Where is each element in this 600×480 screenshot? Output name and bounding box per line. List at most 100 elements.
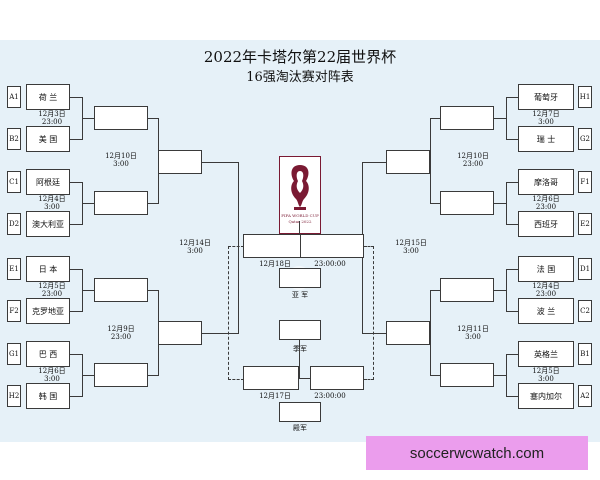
bracket-line — [82, 375, 94, 376]
seed-tag: B1 — [578, 343, 592, 365]
bracket-line — [299, 340, 300, 378]
seed-tag: A1 — [7, 86, 21, 108]
runner-up-label: 亚 军 — [291, 291, 309, 299]
fourth-place-slot — [279, 402, 321, 422]
match-time: 3:00 — [403, 247, 419, 255]
sf-slot — [158, 150, 202, 174]
bracket-line — [430, 290, 440, 291]
bracket-line — [494, 203, 506, 204]
seed-tag: A2 — [578, 385, 592, 407]
match-date: 12月11日 — [457, 325, 489, 333]
bracket-line — [299, 221, 300, 234]
bracket-line — [494, 290, 506, 291]
bracket-title: 2022年卡塔尔第22届世界杯 — [203, 48, 397, 66]
team-box: 塞内加尔 — [518, 383, 574, 409]
seed-tag: E1 — [7, 258, 21, 280]
team-box: 日 本 — [26, 256, 70, 282]
world-cup-trophy-logo: FIFA WORLD CUP Qatar 2022 — [279, 156, 321, 234]
bracket-line — [430, 118, 431, 204]
loser-path — [228, 246, 244, 380]
bracket-line — [430, 203, 440, 204]
seed-tag: H1 — [578, 86, 592, 108]
third-place-contender — [243, 366, 299, 390]
seed-tag: F2 — [7, 300, 21, 322]
seed-tag: E2 — [578, 213, 592, 235]
team-box: 阿根廷 — [26, 169, 70, 195]
bracket-line — [506, 396, 518, 397]
bracket-line — [70, 139, 82, 140]
match-time: 3:00 — [44, 203, 60, 211]
match-time: 23:00 — [462, 160, 484, 168]
bracket-line — [148, 290, 158, 291]
team-box: 波 兰 — [518, 298, 574, 324]
finalist-slot — [300, 234, 364, 258]
qf-slot — [94, 363, 148, 387]
bracket-line — [148, 375, 158, 376]
match-date: 12月10日 — [105, 152, 137, 160]
bracket-line — [70, 182, 82, 183]
qf-slot — [440, 191, 494, 215]
bracket-line — [430, 375, 440, 376]
team-box: 荷 兰 — [26, 84, 70, 110]
bracket-line — [70, 396, 82, 397]
match-time: 3:00 — [113, 160, 129, 168]
third-place-time: 23:00:00 — [314, 392, 346, 400]
qf-slot — [94, 278, 148, 302]
team-box: 英格兰 — [518, 341, 574, 367]
team-box: 瑞 士 — [518, 126, 574, 152]
match-time: 23:00 — [535, 203, 557, 211]
seed-tag: D2 — [7, 213, 21, 235]
match-time: 23:00 — [535, 290, 557, 298]
seed-tag: C1 — [7, 171, 21, 193]
seed-tag: G1 — [7, 343, 21, 365]
bracket-line — [494, 118, 506, 119]
bracket-line — [202, 333, 238, 334]
match-time: 3:00 — [187, 247, 203, 255]
bracket-line — [82, 203, 94, 204]
loser-path — [364, 246, 374, 380]
bracket-line — [494, 375, 506, 376]
final-time: 23:00:00 — [314, 260, 346, 268]
team-box: 葡萄牙 — [518, 84, 574, 110]
bracket-line — [82, 118, 94, 119]
match-date: 12月4日 — [532, 282, 560, 290]
bracket-line — [506, 354, 507, 397]
bracket-line — [506, 97, 507, 140]
match-date: 12月5日 — [38, 282, 66, 290]
match-time: 3:00 — [538, 375, 554, 383]
third-place-date: 12月17日 — [259, 392, 291, 400]
match-time: 23:00 — [110, 333, 132, 341]
qf-slot — [440, 363, 494, 387]
bracket-line — [506, 224, 518, 225]
final-date: 12月18日 — [259, 260, 291, 268]
bracket-line — [70, 269, 82, 270]
bracket-line — [506, 269, 507, 312]
bracket-line — [362, 333, 386, 334]
bracket-line — [238, 162, 239, 334]
seed-tag: G2 — [578, 128, 592, 150]
match-time: 3:00 — [538, 118, 554, 126]
team-box: 西班牙 — [518, 211, 574, 237]
match-date: 12月10日 — [457, 152, 489, 160]
match-date: 12月6日 — [38, 367, 66, 375]
sf-slot — [386, 150, 430, 174]
match-time: 23:00 — [41, 290, 63, 298]
match-date: 12月9日 — [107, 325, 135, 333]
bracket-subtitle: 16强淘汰赛对阵表 — [246, 70, 354, 85]
watermark-banner: soccerwcwatch.com — [366, 436, 588, 470]
team-box: 韩 国 — [26, 383, 70, 409]
bracket-line — [148, 118, 158, 119]
bracket-line — [70, 224, 82, 225]
bracket-panel: 2022年卡塔尔第22届世界杯 16强淘汰赛对阵表 A1 荷 兰 B2 美 国 … — [0, 40, 600, 442]
qf-slot — [440, 106, 494, 130]
team-box: 法 国 — [518, 256, 574, 282]
qf-slot — [94, 106, 148, 130]
bracket-line — [362, 162, 386, 163]
bracket-line — [506, 269, 518, 270]
trophy-logo-line2: Qatar 2022 — [288, 219, 312, 224]
match-date: 12月5日 — [532, 367, 560, 375]
team-box: 澳大利亚 — [26, 211, 70, 237]
match-date: 12月3日 — [38, 110, 66, 118]
bracket-line — [506, 311, 518, 312]
bracket-line — [70, 311, 82, 312]
